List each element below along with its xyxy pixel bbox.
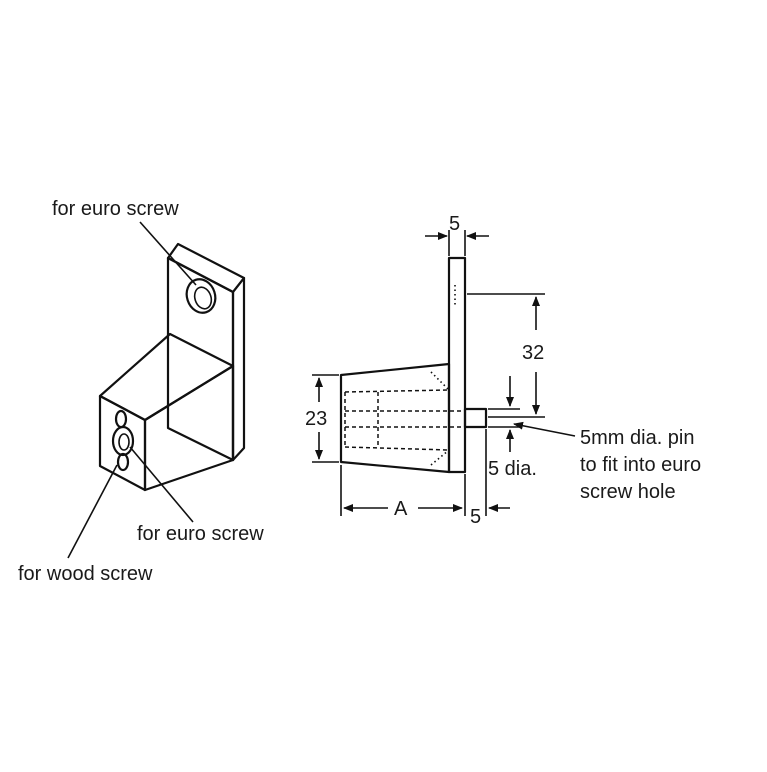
dim-length: A	[340, 465, 466, 520]
isometric-view: for euro screw for euro screw for wood s…	[18, 198, 264, 585]
block-holes	[111, 409, 135, 472]
dim-plate-thickness: 5	[425, 213, 489, 256]
label-euro-screw-top: for euro screw	[52, 198, 179, 220]
dim-label-plate-thickness: 5	[449, 213, 460, 235]
dim-label-body-height: 23	[305, 408, 327, 430]
side-view: 5 32 23 A 5	[305, 213, 701, 528]
callout-line-2: to fit into euro	[580, 454, 701, 476]
plate-screw-hole	[185, 278, 217, 314]
callout-line-1: 5mm dia. pin	[580, 427, 695, 449]
label-euro-screw-front: for euro screw	[137, 523, 264, 545]
side-body	[339, 362, 451, 474]
dim-label-pin-offset: 32	[522, 342, 544, 364]
dim-pin-diameter: 5 dia.	[488, 376, 537, 480]
pin	[463, 407, 488, 429]
leader-euro-screw-front	[129, 446, 194, 523]
dim-pin-length: 5	[470, 429, 510, 528]
callout-line-3: screw hole	[580, 481, 676, 503]
dim-label-pin-diameter: 5 dia.	[488, 458, 537, 480]
dim-body-height: 23	[305, 374, 339, 463]
leader-euro-screw-top	[139, 221, 197, 286]
label-wood-screw: for wood screw	[18, 563, 153, 585]
hidden-lines	[344, 371, 463, 466]
mounting-block	[98, 332, 235, 492]
dim-label-length: A	[394, 498, 408, 520]
callout-leader	[513, 421, 576, 437]
dim-label-pin-length: 5	[470, 506, 481, 528]
side-plate	[447, 256, 467, 474]
leader-wood-screw	[67, 464, 118, 559]
dim-pin-offset: 32	[467, 293, 545, 418]
